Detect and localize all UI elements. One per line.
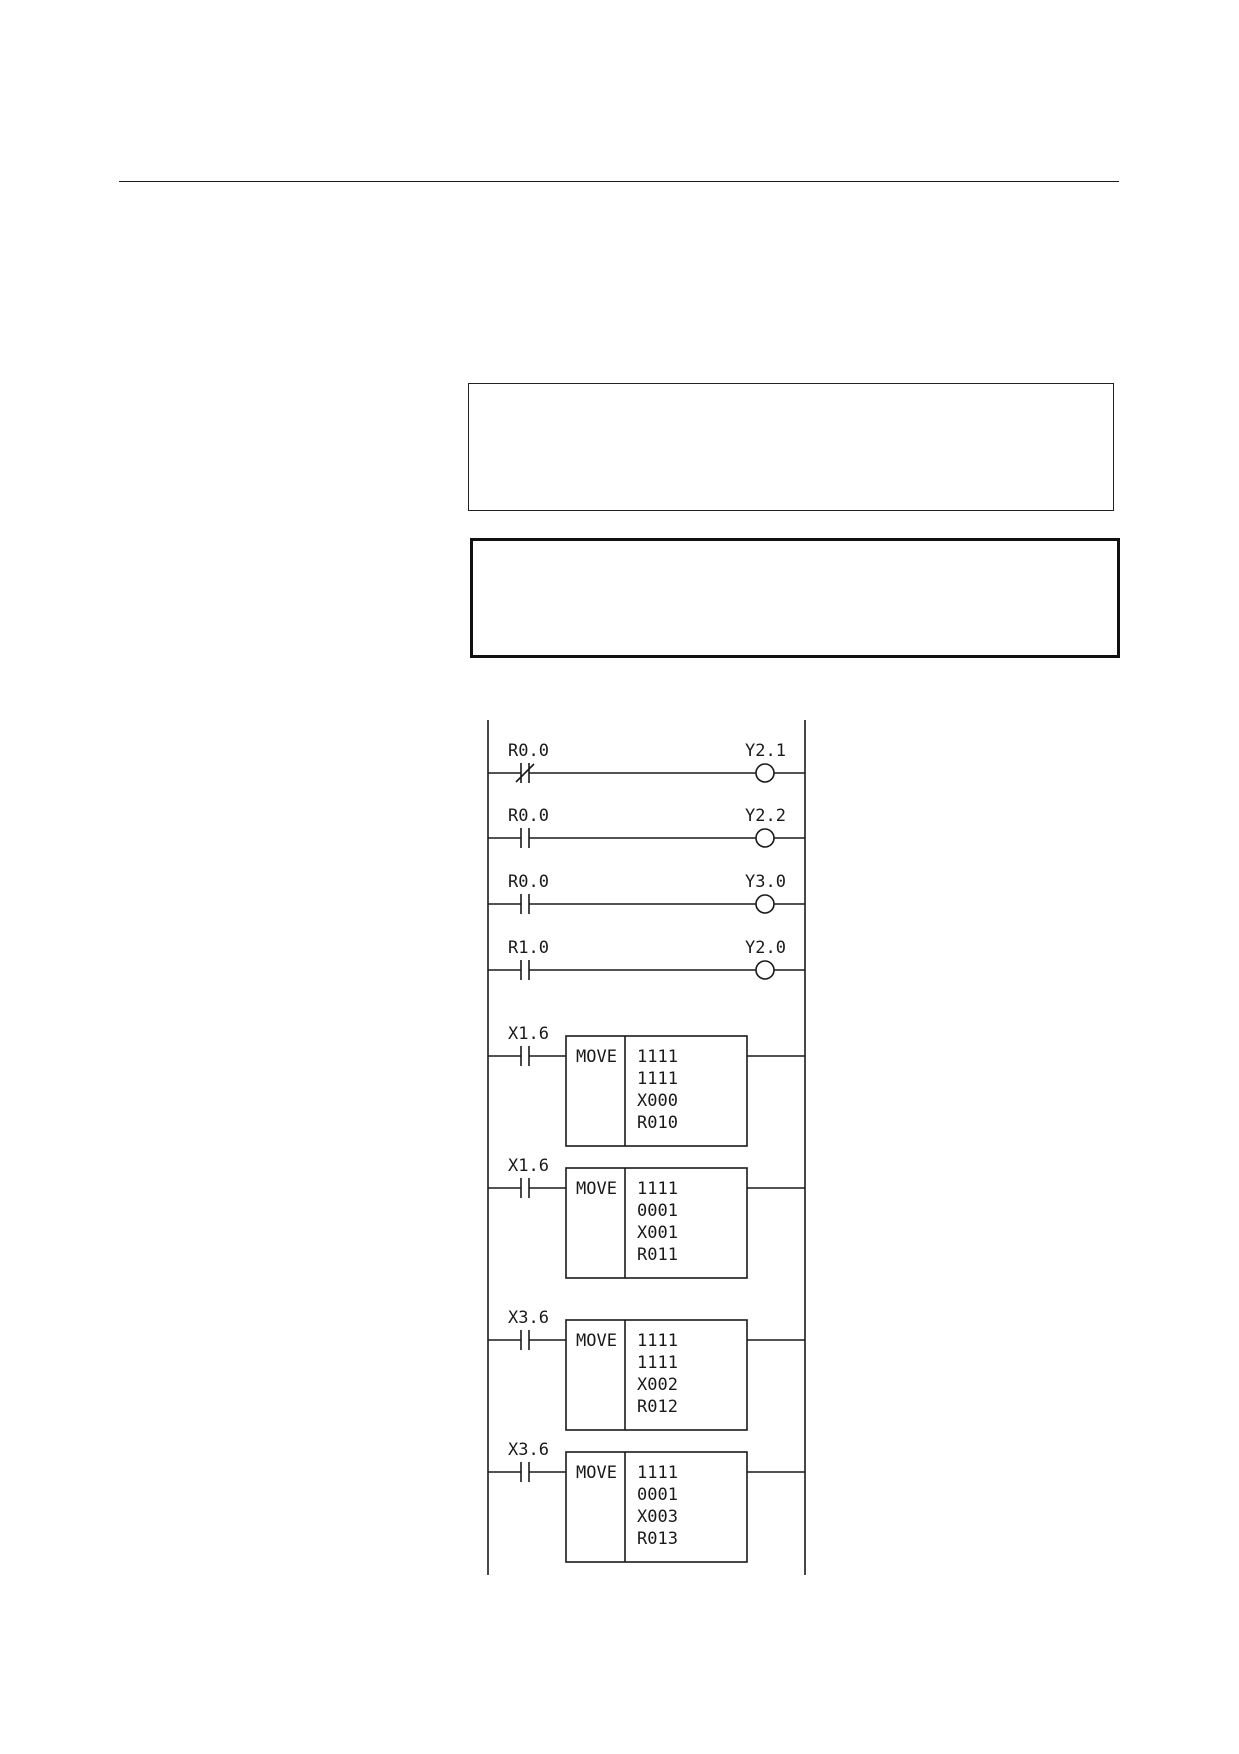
contact-label: R0.0 [508,741,549,761]
function-param: X002 [637,1375,678,1395]
function-param: 0001 [637,1485,678,1505]
function-block [565,1035,748,1147]
function-param: R010 [637,1113,678,1133]
coil-label: Y2.2 [745,806,786,826]
contact-label: R0.0 [508,806,549,826]
contact-label: X3.6 [508,1440,549,1460]
function-param: 1111 [637,1047,678,1067]
rung: R0.0 Y3.0 [488,872,805,914]
coil [755,960,775,980]
coil [755,763,775,783]
function-name: MOVE [576,1463,617,1483]
function-param: R013 [637,1529,678,1549]
function-param: 1111 [637,1179,678,1199]
function-name: MOVE [576,1331,617,1351]
function-param: X001 [637,1223,678,1243]
coil-label: Y2.0 [745,938,786,958]
contact-label: R0.0 [508,872,549,892]
function-param: X003 [637,1507,678,1527]
coil-label: Y2.1 [745,741,786,761]
function-param: R011 [637,1245,678,1265]
function-name: MOVE [576,1179,617,1199]
function-param: X000 [637,1091,678,1111]
function-param: R012 [637,1397,678,1417]
contact-label: X3.6 [508,1308,549,1328]
function-name: MOVE [576,1047,617,1067]
header-rule [119,181,1119,182]
contact-label: X1.6 [508,1024,549,1044]
function-param: 1111 [637,1331,678,1351]
function-block [565,1319,748,1431]
contact-slash [515,763,535,783]
rung: R1.0 Y2.0 [488,938,805,980]
function-block [565,1451,748,1563]
rung: R0.0 Y2.2 [488,806,805,848]
note-box [468,383,1114,511]
caution-box [470,538,1120,658]
contact-label: X1.6 [508,1156,549,1176]
contact-label: R1.0 [508,938,549,958]
coil-label: Y3.0 [745,872,786,892]
function-block [565,1167,748,1279]
function-param: 1111 [637,1463,678,1483]
rung: R0.0 Y2.1 [488,741,805,783]
coil [755,828,775,848]
function-param: 1111 [637,1353,678,1373]
function-param: 0001 [637,1201,678,1221]
coil [755,894,775,914]
function-param: 1111 [637,1069,678,1089]
